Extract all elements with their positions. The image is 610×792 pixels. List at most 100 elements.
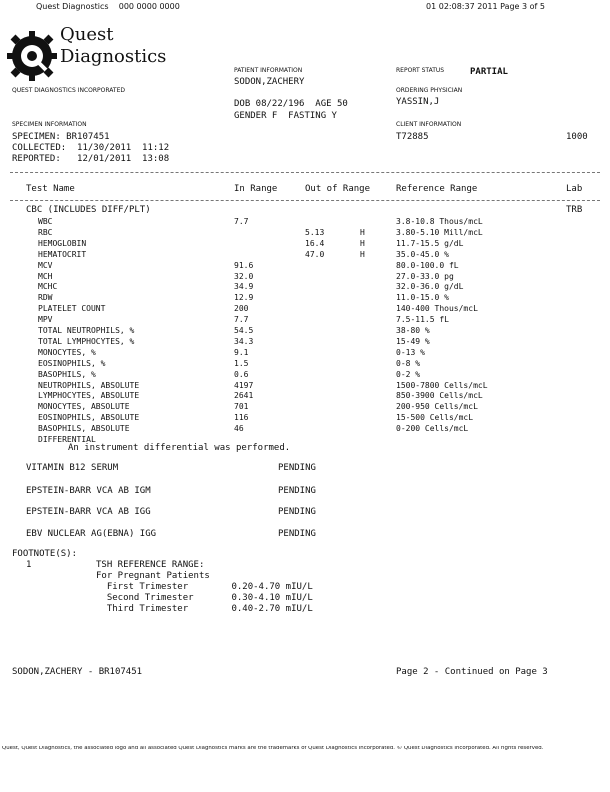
result-reference: 11.0-15.0 % (396, 293, 449, 303)
result-out-range: 47.0 (305, 249, 325, 259)
result-in-range: 701 (234, 402, 249, 412)
result-reference: 15-500 Cells/mcL (396, 413, 474, 423)
result-reference: 1500-7800 Cells/mcL (396, 380, 488, 390)
patient-gender: GENDER F FASTING Y (234, 111, 337, 121)
brand-line1: Quest (60, 24, 114, 45)
pending-status: PENDING (278, 486, 316, 496)
result-name: MPV (38, 315, 53, 325)
brand-sub: QUEST DIAGNOSTICS INCORPORATED (12, 87, 126, 94)
pending-test-name: EPSTEIN-BARR VCA AB IGG (26, 507, 151, 517)
header-in-range: In Range (234, 184, 278, 194)
footnote-line: Second Trimester 0.30-4.10 mIU/L (96, 593, 313, 603)
top-bar-right: 01 02:08:37 2011 Page 3 of 5 (426, 2, 545, 11)
result-name: MCV (38, 260, 53, 270)
result-in-range: 54.5 (234, 326, 254, 335)
result-name: BASOPHILS, ABSOLUTE (38, 424, 130, 434)
header-reference-range: Reference Range (396, 184, 478, 194)
footnote-line: TSH REFERENCE RANGE: (96, 560, 205, 570)
result-in-range: 7.7 (234, 217, 249, 226)
result-in-range: 1.5 (234, 358, 249, 368)
header-out-range: Out of Range (305, 184, 371, 194)
result-reference: 35.0-45.0 % (396, 249, 449, 259)
result-reference: 200-950 Cells/mcL (396, 402, 478, 412)
physician-label: ORDERING PHYSICIAN (396, 87, 463, 94)
result-name: DIFFERENTIAL (38, 435, 96, 444)
differential-note: An instrument differential was performed… (68, 443, 291, 453)
result-name: EOSINOPHILS, ABSOLUTE (38, 413, 140, 423)
result-name: MCHC (38, 282, 58, 292)
pending-test-name: EBV NUCLEAR AG(EBNA) IGG (26, 529, 157, 539)
result-reference: 850-3900 Cells/mcL (396, 391, 483, 401)
result-name: MONOCYTES, ABSOLUTE (38, 402, 130, 412)
result-name: LYMPHOCYTES, ABSOLUTE (38, 391, 140, 401)
result-in-range: 46 (234, 424, 244, 434)
result-reference: 80.0-100.0 fL (396, 260, 459, 270)
result-name: NEUTROPHILS, ABSOLUTE (38, 380, 140, 390)
result-reference: 11.7-15.5 g/dL (396, 238, 464, 248)
reported-date: REPORTED: 12/01/2011 13:08 (12, 154, 170, 164)
footnote-line: For Pregnant Patients (96, 571, 210, 581)
result-name: HEMOGLOBIN (38, 238, 87, 248)
client-id: T72885 (396, 132, 429, 142)
footnote-line: Third Trimester 0.40-2.70 mIU/L (96, 604, 313, 614)
footer-patient: SODON,ZACHERY - BR107451 (12, 667, 143, 677)
header-lab: Lab (566, 184, 583, 194)
result-reference: 3.8-10.8 Thous/mcL (396, 217, 483, 226)
divider (10, 172, 600, 173)
result-name: TOTAL NEUTROPHILS, % (38, 326, 135, 335)
result-name: RBC (38, 227, 53, 237)
footnotes-title: FOOTNOTE(S): (12, 549, 78, 559)
result-in-range: 34.9 (234, 282, 254, 292)
divider (10, 200, 600, 201)
pending-status: PENDING (278, 529, 316, 539)
result-name: MCH (38, 271, 53, 281)
report-status: PARTIAL (470, 67, 508, 77)
result-in-range: 2641 (234, 391, 254, 401)
specimen-id: SPECIMEN: BR107451 (12, 132, 110, 142)
result-name: TOTAL LYMPHOCYTES, % (38, 336, 135, 346)
cbc-lab-code: TRB (566, 205, 583, 215)
collected-date: COLLECTED: 11/30/2011 11:12 (12, 143, 170, 153)
result-in-range: 9.1 (234, 347, 249, 357)
client-info-label: CLIENT INFORMATION (396, 121, 462, 128)
pending-test-name: EPSTEIN-BARR VCA AB IGM (26, 486, 151, 496)
result-flag: H (360, 227, 365, 237)
result-reference: 7.5-11.5 fL (396, 315, 449, 325)
top-bar-left: Quest Diagnostics 000 0000 0000 (36, 2, 180, 11)
brand-line2: Diagnostics (60, 46, 167, 67)
physician-name: YASSIN,J (396, 97, 440, 107)
result-reference: 27.0-33.0 pg (396, 271, 454, 281)
pending-test-name: VITAMIN B12 SERUM (26, 463, 119, 473)
footer-legal: Quest, Quest Diagnostics, the associated… (2, 746, 544, 751)
result-in-range: 200 (234, 304, 249, 314)
result-in-range: 34.3 (234, 336, 254, 346)
footnote-line: First Trimester 0.20-4.70 mIU/L (96, 582, 313, 592)
result-in-range: 32.0 (234, 271, 254, 281)
result-out-range: 5.13 (305, 227, 325, 237)
result-reference: 0-13 % (396, 347, 425, 357)
result-name: BASOPHILS, % (38, 369, 96, 379)
patient-info-label: PATIENT INFORMATION (234, 67, 303, 74)
result-name: RDW (38, 293, 53, 303)
result-in-range: 4197 (234, 380, 254, 390)
result-reference: 0-2 % (396, 369, 421, 379)
result-flag: H (360, 238, 365, 248)
result-in-range: 0.6 (234, 369, 249, 379)
patient-dob: DOB 08/22/196 AGE 50 (234, 99, 348, 109)
footnote-number: 1 (26, 560, 32, 570)
pending-status: PENDING (278, 507, 316, 517)
result-reference: 38-80 % (396, 326, 430, 335)
result-out-range: 16.4 (305, 238, 325, 248)
result-name: PLATELET COUNT (38, 304, 106, 314)
result-in-range: 12.9 (234, 293, 254, 303)
result-reference: 32.0-36.0 g/dL (396, 282, 464, 292)
report-status-label: REPORT STATUS (396, 67, 445, 74)
result-reference: 140-400 Thous/mcL (396, 304, 478, 314)
result-reference: 0-200 Cells/mcL (396, 424, 469, 434)
specimen-info-label: SPECIMEN INFORMATION (12, 121, 87, 128)
result-flag: H (360, 249, 365, 259)
header-test-name: Test Name (26, 184, 75, 194)
result-name: MONOCYTES, % (38, 347, 96, 357)
cbc-title: CBC (INCLUDES DIFF/PLT) (26, 205, 151, 215)
footer-page: Page 2 - Continued on Page 3 (396, 667, 548, 677)
